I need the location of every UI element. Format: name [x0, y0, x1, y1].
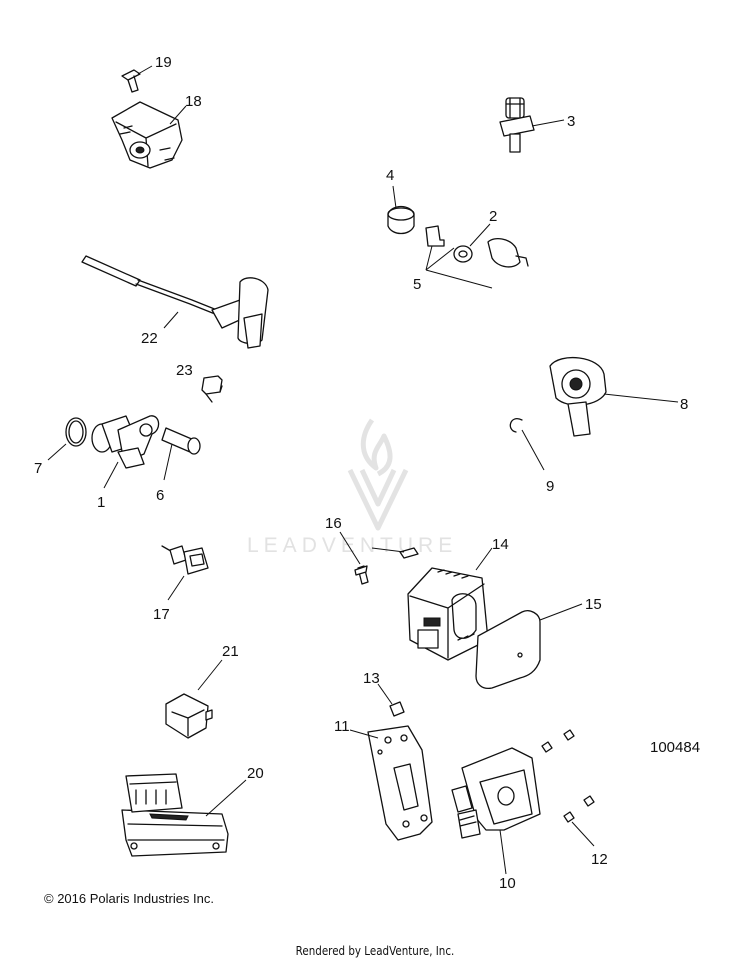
- callout-1: 1: [97, 494, 105, 511]
- callout-11: 11: [334, 718, 350, 735]
- callout-15: 15: [585, 596, 602, 613]
- callout-7: 7: [34, 460, 42, 477]
- part-13-bolt: [389, 701, 405, 717]
- callout-6: 6: [156, 487, 164, 504]
- part-11-bracket: [367, 725, 433, 841]
- part-17-temp-sensor: [161, 545, 209, 575]
- callout-9: 9: [546, 478, 554, 495]
- part-14-module-housing: [407, 567, 489, 661]
- callout-13: 13: [363, 670, 380, 687]
- part-15-gasket: [475, 610, 541, 690]
- part-1-cam-sensor: [91, 415, 160, 469]
- part-6-bolt: [161, 427, 201, 455]
- part-19-bolt: [121, 69, 141, 93]
- part-5-sensor: [487, 237, 529, 268]
- part-2-washer: [453, 245, 473, 263]
- callout-20: 20: [247, 765, 264, 782]
- drawing-number: 100484: [650, 739, 700, 756]
- callout-5: 5: [413, 276, 421, 293]
- callout-23: 23: [176, 362, 193, 379]
- part-10-ecu: [451, 747, 541, 839]
- callout-4: 4: [386, 167, 394, 184]
- callout-2: 2: [489, 208, 497, 225]
- callout-12: 12: [591, 851, 608, 868]
- callout-19: 19: [155, 54, 172, 71]
- part-20-relay-block: [121, 773, 229, 857]
- callout-22: 22: [141, 330, 158, 347]
- part-4-cap: [387, 205, 415, 235]
- part-23-bolt: [201, 375, 223, 403]
- callout-8: 8: [680, 396, 688, 413]
- callout-3: 3: [567, 113, 575, 130]
- copyright-text: © 2016 Polaris Industries Inc.: [44, 891, 214, 906]
- part-8-knock-sensor: [549, 356, 607, 437]
- rendered-by-footer: Rendered by LeadVenture, Inc.: [295, 944, 455, 958]
- callout-16: 16: [325, 515, 342, 532]
- part-5-bracket: [425, 225, 445, 247]
- part-18-map-sensor: [111, 101, 183, 169]
- part-12-screw: [541, 729, 595, 823]
- part-9-clip: [509, 418, 523, 433]
- callout-17: 17: [153, 606, 170, 623]
- part-7-o-ring: [65, 417, 87, 447]
- part-22-speed-sensor: [81, 255, 269, 349]
- callout-10: 10: [499, 875, 516, 892]
- part-3-pressure-sensor: [499, 97, 535, 153]
- callout-18: 18: [185, 93, 202, 110]
- callout-21: 21: [222, 643, 239, 660]
- part-21-switch: [165, 693, 213, 739]
- part-16-bolt: [354, 547, 419, 585]
- watermark-text: LEADVENTURE: [247, 534, 457, 557]
- leadventure-watermark: LEADVENTURE: [247, 418, 457, 557]
- callout-14: 14: [492, 536, 509, 553]
